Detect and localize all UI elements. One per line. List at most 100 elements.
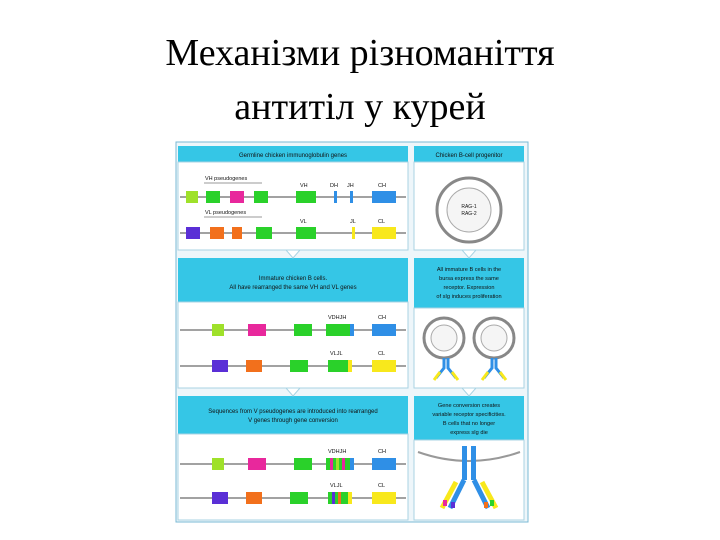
c-vl-green <box>290 492 308 504</box>
vh-pseudo-magenta <box>230 191 244 203</box>
ch-label: CH <box>378 183 386 189</box>
proliferation-text-3: of sIg induces proliferation <box>436 294 501 300</box>
c-vh-lime <box>212 458 224 470</box>
pseudogene-text-1: Sequences from V pseudogenes are introdu… <box>208 409 377 415</box>
converted-heavy-stem-1 <box>462 446 467 480</box>
vl-gene <box>296 227 316 239</box>
conversion-text-1: variable receptor specificities. <box>432 412 506 418</box>
immature-text-1: Immature chicken B cells. <box>259 276 328 282</box>
c-vjl-stripe-1 <box>332 492 335 504</box>
cl-label: CL <box>378 219 385 225</box>
dh-label: DH <box>330 183 338 189</box>
germline-header-bar <box>178 146 408 162</box>
immature-header-bar <box>178 258 408 302</box>
dh-segment <box>334 191 337 203</box>
immature-text-2: All have rearranged the same VH and VL g… <box>229 285 356 291</box>
converted-variable-stripe-4 <box>484 502 488 508</box>
vh-pseudo-lime <box>186 191 198 203</box>
r-ch-label: CH <box>378 315 386 321</box>
converted-membrane <box>417 451 521 462</box>
arrow-down-right-2 <box>460 387 478 397</box>
proliferation-text-1: bursa express the same <box>439 276 499 282</box>
arrow-down-left-1 <box>284 249 302 259</box>
c-vdj-stripe-3 <box>342 458 345 470</box>
vl-pseudo-orange-2 <box>232 227 242 239</box>
vl-pseudo-green <box>256 227 272 239</box>
proliferation-header-bar <box>414 258 524 308</box>
c-ch <box>372 458 396 470</box>
c-vl-orange <box>246 492 262 504</box>
arrow-down-right-1 <box>460 249 478 259</box>
immature-panel <box>177 301 409 389</box>
c-vdj-stripe-2 <box>336 458 339 470</box>
progenitor-nucleus <box>446 187 492 233</box>
receptor-right-light <box>480 371 490 381</box>
conversion-text-3: express sIg die <box>450 430 488 436</box>
receptor-left-light-2 <box>450 371 460 381</box>
r-vjl-jl <box>348 360 352 372</box>
pseudogene-panel <box>177 433 409 521</box>
c-vjl-label: VLJL <box>330 483 343 489</box>
progenitor-header-bar <box>414 146 524 162</box>
immature-nucleus-right <box>480 324 508 352</box>
nucleus-label-1: RAG-1 <box>461 204 477 210</box>
r-cl-label: CL <box>378 351 385 357</box>
r-vh-lime <box>212 324 224 336</box>
r-vl-purple <box>212 360 228 372</box>
r-cl <box>372 360 396 372</box>
r-ch <box>372 324 396 336</box>
vl-pseudo-purple <box>186 227 200 239</box>
r-vdj-heavy-jh <box>350 324 354 336</box>
slide-title-line2: антитіл у курей <box>234 86 486 128</box>
r-vh-magenta <box>248 324 266 336</box>
converted-variable-stripe-3 <box>451 502 455 508</box>
converted-heavy-stem-2 <box>471 446 476 480</box>
jl-label: JL <box>350 219 356 225</box>
c-vjl-jl <box>348 492 352 504</box>
jl-segment <box>352 227 355 239</box>
cl-gene <box>372 227 396 239</box>
c-ch-label: CH <box>378 449 386 455</box>
pseudogene-text-2: V genes through gene conversion <box>248 418 338 424</box>
c-vjl-stripe-2 <box>338 492 341 504</box>
c-vh-magenta <box>248 458 266 470</box>
conversion-panel <box>413 439 525 521</box>
r-vh-green <box>294 324 312 336</box>
r-vl-orange <box>246 360 262 372</box>
converted-variable-stripe-2 <box>490 500 494 506</box>
vl-pseudogenes-label: VL pseudogenes <box>205 210 246 216</box>
germline-header: Germline chicken immunoglobulin genes <box>239 153 347 159</box>
conversion-text-0: Gene conversion creates <box>438 403 500 409</box>
c-vdj-stripe-1 <box>330 458 333 470</box>
immature-nucleus-left <box>430 324 458 352</box>
nucleus-label-2: RAG-2 <box>461 211 477 217</box>
vh-pseudo-green <box>206 191 220 203</box>
vl-label: VL <box>300 219 307 225</box>
pseudogene-header-bar <box>178 396 408 434</box>
c-vdj-jh <box>350 458 354 470</box>
conversion-text-2: B cells that no longer <box>443 421 495 427</box>
converted-variable-stripe-1 <box>443 500 447 506</box>
vh-pseudogenes-label: VH pseudogenes <box>205 176 247 182</box>
vl-pseudo-orange <box>210 227 224 239</box>
r-vl-green <box>290 360 308 372</box>
vdjh-label: VDHJH <box>328 315 346 321</box>
proliferation-text-0: All immature B cells in the <box>437 267 501 273</box>
vh-pseudo-green-2 <box>254 191 268 203</box>
c-vdjh-label: VDHJH <box>328 449 346 455</box>
c-cl-label: CL <box>378 483 385 489</box>
receptor-right-light-2 <box>498 371 508 381</box>
c-cl <box>372 492 396 504</box>
c-vh-green <box>294 458 312 470</box>
r-vjl <box>328 360 352 372</box>
vh-gene <box>296 191 316 203</box>
proliferation-text-2: receptor. Expression <box>444 285 495 291</box>
vjl-label: VLJL <box>330 351 343 357</box>
r-vdj-heavy <box>326 324 354 336</box>
c-vl-purple <box>212 492 228 504</box>
jh-label: JH <box>347 183 354 189</box>
progenitor-header: Chicken B-cell progenitor <box>435 153 502 159</box>
receptor-left-light <box>432 371 442 381</box>
jh-segment <box>350 191 353 203</box>
